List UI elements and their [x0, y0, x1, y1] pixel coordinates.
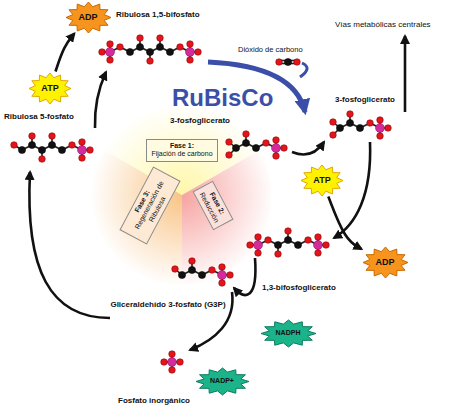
pga-molecule: [330, 111, 392, 140]
g3p-molecule: [172, 258, 234, 287]
enzyme-label: RuBisCo: [172, 84, 273, 112]
molecule-name: ADP: [375, 257, 394, 267]
star-outline: [363, 247, 408, 278]
molecule-label: Ribulosa 5-fosfato: [4, 112, 74, 121]
molecule-label: Gliceraldehído 3-fosfato (G3P): [110, 300, 226, 309]
energy-arrow: [56, 34, 75, 72]
star-outline: [261, 320, 316, 347]
co2-molecule: [276, 58, 301, 65]
star-outline: [66, 2, 111, 33]
co2-arrow: [300, 63, 307, 77]
molecule-name: NADPH: [276, 329, 301, 337]
star-outline: [29, 73, 71, 104]
molecule-label: Dióxido de carbono: [238, 46, 303, 55]
rubp-molecule: [99, 35, 202, 65]
energy-star: ADP: [65, 1, 112, 34]
star-outline: [196, 368, 249, 395]
cycle-arrows: [29, 36, 405, 350]
energy-star: ATP: [28, 72, 72, 105]
bpg-molecule: [247, 228, 330, 258]
phosphate-molecule: [161, 351, 184, 374]
molecule-label: 1,3-bifosfoglicerato: [262, 283, 336, 292]
molecule-label: Fosfato inorgánico: [118, 396, 190, 405]
pathway-label: Vías metabólicas centrales: [335, 20, 431, 29]
molecule-name: ATP: [313, 175, 330, 185]
phase3-sector: [92, 150, 182, 285]
molecule-name: NADP+: [210, 377, 234, 385]
ru5p-molecule: [11, 133, 94, 163]
output-arrow: [404, 36, 407, 112]
cycle-arrow: [95, 72, 106, 128]
molecule-label: 3-fosfoglicerato: [170, 116, 230, 125]
energy-star: ATP: [300, 164, 344, 197]
energy-star: NADPH: [260, 319, 317, 348]
molecules: [11, 35, 392, 374]
phase-box: Fase 1:Fijación de carbono: [146, 139, 218, 162]
cycle-arrow: [29, 172, 110, 318]
energy-arrow: [328, 197, 361, 250]
phase2-sector: [182, 150, 272, 285]
energy-star: NADP+: [195, 367, 250, 396]
energy-star: ADP: [362, 246, 409, 279]
molecule-name: ADP: [78, 12, 97, 22]
molecule-name: ATP: [41, 83, 58, 93]
pga-molecule: [226, 131, 288, 160]
star-outline: [301, 165, 343, 196]
phase-title: Fase 1:: [170, 142, 194, 150]
cycle-arrow: [234, 258, 255, 295]
cycle-arrow: [292, 142, 324, 154]
molecule-label: 3-fosfoglicerato: [335, 95, 395, 104]
phase-name: Fijación de carbono: [151, 150, 212, 158]
molecule-label: Ribulosa 1,5-bifosfato: [116, 10, 200, 19]
